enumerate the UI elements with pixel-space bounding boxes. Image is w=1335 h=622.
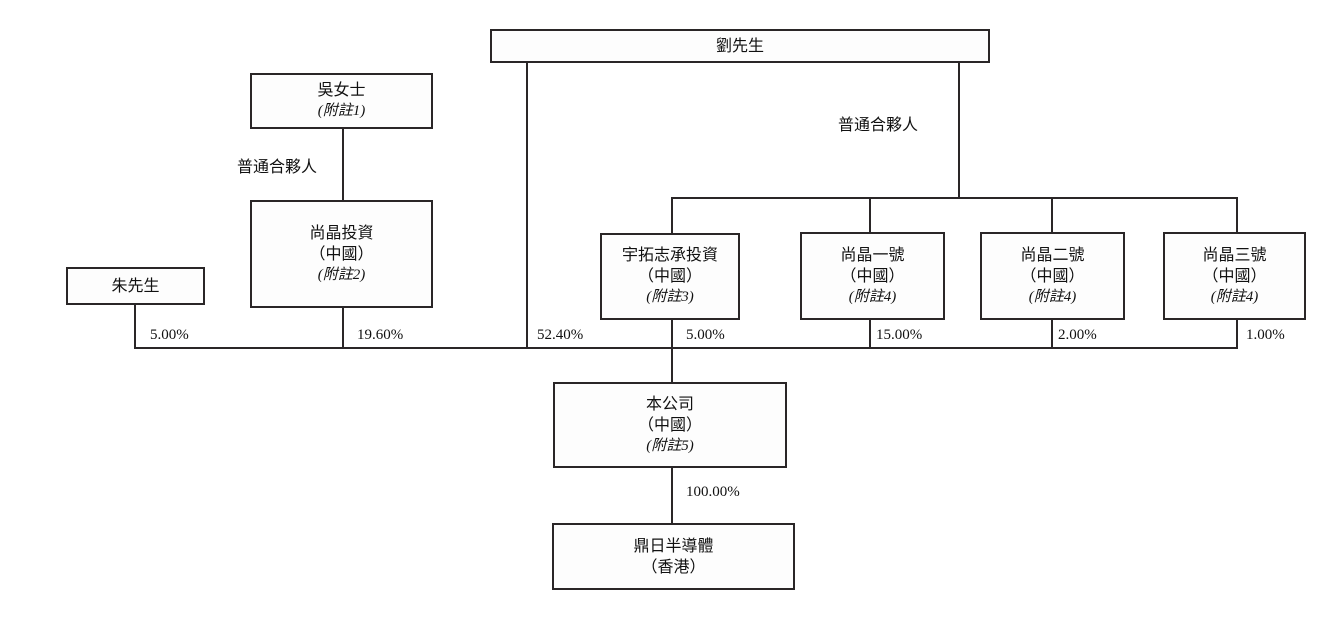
node-mr-zhu: 朱先生 — [66, 267, 205, 305]
node-label: 尚晶二號 — [1020, 246, 1085, 264]
branch-horizontal-line — [671, 197, 1238, 199]
node-region: （中國） — [1020, 267, 1085, 285]
edge-zhu-to-bus-line — [134, 305, 136, 349]
node-the-company: 本公司 （中國） (附註5) — [553, 382, 787, 468]
edge-liu-to-branch-line — [958, 63, 960, 199]
node-region: （中國） — [1202, 267, 1267, 285]
node-label: 宇拓志承投資 — [621, 247, 718, 264]
node-label: 朱先生 — [111, 277, 160, 295]
edge-branch-to-no2-line — [1051, 197, 1053, 234]
pct-yutuo-to-company: 5.00% — [686, 327, 725, 343]
pct-no3-to-company: 1.00% — [1246, 327, 1285, 343]
node-region: （香港） — [641, 558, 706, 576]
pct-liu-to-company: 52.40% — [537, 327, 584, 343]
edge-company-to-dingri-line — [671, 468, 673, 525]
node-label: 尚晶投資 — [309, 224, 374, 242]
general-partner-label-right: 普通合夥人 — [838, 117, 919, 134]
node-note: (附註4) — [848, 288, 897, 305]
node-shangjing-no2: 尚晶二號 （中國） (附註4) — [980, 232, 1125, 320]
node-shangjing-no1: 尚晶一號 （中國） (附註4) — [800, 232, 945, 320]
pct-zhu-to-company: 5.00% — [150, 327, 189, 343]
node-note: (附註5) — [646, 437, 694, 454]
node-ms-wu: 吳女士 (附註1) — [250, 73, 433, 129]
node-label: 劉先生 — [715, 37, 764, 55]
node-note: (附註1) — [317, 103, 366, 119]
node-note: (附註3) — [646, 289, 694, 305]
edge-no2-to-bus-line — [1051, 320, 1053, 349]
node-shangjing-investment: 尚晶投資 （中國） (附註2) — [250, 200, 433, 308]
node-region: （中國） — [309, 245, 374, 263]
node-region: （中國） — [840, 267, 905, 285]
node-region: （中國） — [637, 268, 702, 285]
node-mr-liu: 劉先生 — [490, 29, 990, 63]
node-yutuo-zhicheng-investment: 宇拓志承投資 （中國） (附註3) — [600, 233, 740, 320]
edge-no3-to-bus-line — [1236, 320, 1238, 349]
pct-no1-to-company: 15.00% — [876, 327, 923, 343]
node-region: （中國） — [637, 416, 702, 434]
general-partner-label-left: 普通合夥人 — [237, 159, 318, 176]
edge-branch-to-yutuo-line — [671, 197, 673, 235]
edge-liu-to-bus-line — [526, 63, 528, 349]
edge-yutuo-to-company-line — [671, 320, 673, 384]
node-dingri-semiconductor: 鼎日半導體 （香港） — [552, 523, 795, 590]
pct-shangjing-to-company: 19.60% — [357, 327, 404, 343]
node-label: 吳女士 — [317, 82, 366, 99]
pct-company-to-dingri: 100.00% — [686, 484, 740, 500]
node-note: (附註4) — [1028, 288, 1077, 305]
edge-shangjing-to-bus-line — [342, 308, 344, 349]
edge-branch-to-no3-line — [1236, 197, 1238, 234]
ownership-bus-line — [134, 347, 1238, 349]
edge-no1-to-bus-line — [869, 320, 871, 349]
pct-no2-to-company: 2.00% — [1058, 327, 1097, 343]
node-label: 鼎日半導體 — [633, 537, 714, 555]
node-shangjing-no3: 尚晶三號 （中國） (附註4) — [1163, 232, 1306, 320]
node-note: (附註4) — [1210, 288, 1259, 305]
node-label: 本公司 — [645, 395, 694, 413]
node-note: (附註2) — [317, 266, 366, 283]
node-label: 尚晶一號 — [840, 246, 905, 264]
edge-wu-to-shangjing-line — [342, 129, 344, 202]
edge-branch-to-no1-line — [869, 197, 871, 234]
node-label: 尚晶三號 — [1202, 246, 1267, 264]
